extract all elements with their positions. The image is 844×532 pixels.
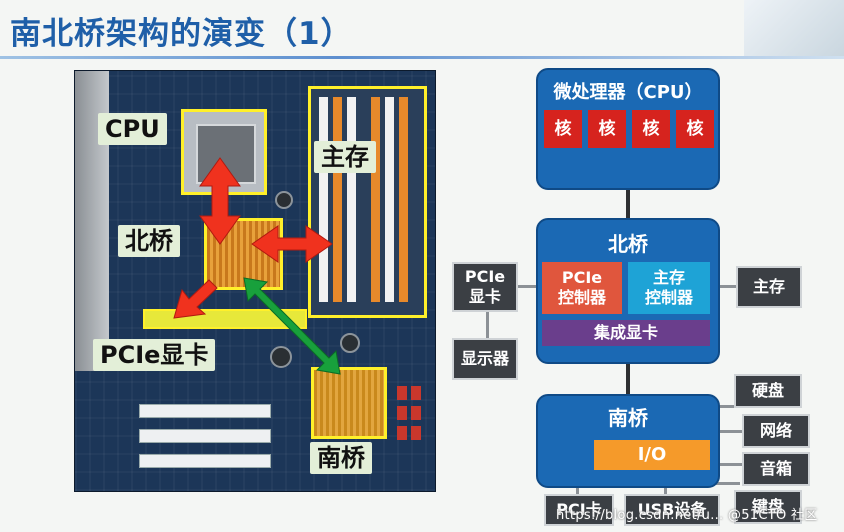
memory-slots bbox=[308, 86, 427, 318]
cpu-title: 微处理器（CPU） bbox=[553, 82, 703, 103]
watermark: https://blog.csdn.net/u... @51CTO 社区 bbox=[556, 508, 818, 523]
header-pin bbox=[397, 386, 407, 400]
slide-title: 南北桥架构的演变（1） bbox=[10, 16, 353, 52]
northbridge-southbridge-arrow bbox=[243, 277, 341, 375]
sb-usb-link bbox=[664, 484, 667, 496]
gpu-display-link bbox=[486, 308, 489, 338]
label-northbridge: 北桥 bbox=[118, 225, 180, 257]
southbridge-title: 南桥 bbox=[608, 406, 648, 430]
core: 核 bbox=[544, 110, 582, 148]
northbridge-title: 北桥 bbox=[608, 232, 648, 256]
speaker-box: 音箱 bbox=[742, 452, 810, 486]
io-block: I/O bbox=[594, 440, 710, 470]
connection-arrows bbox=[173, 157, 341, 375]
northbridge-memory-arrow bbox=[251, 225, 333, 263]
label-pcie-gpu: PCIe显卡 bbox=[93, 339, 216, 371]
southbridge-block: 南桥 I/O bbox=[536, 394, 720, 488]
label-cpu: CPU bbox=[98, 113, 167, 145]
pci-slot bbox=[139, 454, 271, 468]
integrated-gpu: 集成显卡 bbox=[542, 320, 710, 346]
cpu-block: 微处理器（CPU） 核 核 核 核 bbox=[536, 68, 720, 190]
northbridge-block: 北桥 PCIe 控制器 主存 控制器 集成显卡 bbox=[536, 218, 720, 364]
pcie-controller: PCIe 控制器 bbox=[542, 262, 622, 314]
sb-keyboard-link bbox=[714, 482, 740, 485]
memory-link bbox=[716, 285, 736, 288]
display-box: 显示器 bbox=[452, 338, 518, 380]
northbridge-pcie-arrow bbox=[173, 279, 218, 319]
capacitor bbox=[340, 333, 360, 353]
pcie-gpu-box: PCIe 显卡 bbox=[452, 262, 518, 312]
core: 核 bbox=[676, 110, 714, 148]
header-pin bbox=[397, 406, 407, 420]
disk-box: 硬盘 bbox=[734, 374, 802, 408]
sb-disk-link bbox=[714, 405, 734, 408]
label-southbridge: 南桥 bbox=[310, 442, 372, 474]
header-pin bbox=[411, 406, 421, 420]
nb-sb-link bbox=[626, 360, 630, 394]
sb-network-link bbox=[714, 430, 742, 433]
core: 核 bbox=[588, 110, 626, 148]
header-pin bbox=[397, 426, 407, 440]
capacitor bbox=[275, 191, 293, 209]
header-pin bbox=[411, 386, 421, 400]
network-box: 网络 bbox=[742, 414, 810, 448]
pci-card-box: PCI卡 bbox=[544, 494, 614, 526]
cpu-northbridge-arrow bbox=[199, 157, 241, 245]
cpu-nb-link bbox=[626, 186, 630, 218]
southbridge-heatsink bbox=[311, 367, 387, 439]
capacitor bbox=[270, 346, 292, 368]
header-pin bbox=[411, 426, 421, 440]
memory-controller: 主存 控制器 bbox=[628, 262, 710, 314]
keyboard-box: 键盘 bbox=[734, 490, 802, 524]
corner-decoration bbox=[744, 0, 844, 58]
title-underline bbox=[0, 56, 844, 59]
memory-box: 主存 bbox=[736, 266, 802, 308]
usb-device-box: USB设备 bbox=[624, 494, 720, 526]
pci-slot bbox=[139, 429, 271, 443]
pcie-link bbox=[514, 285, 538, 288]
label-memory: 主存 bbox=[314, 141, 376, 173]
core: 核 bbox=[632, 110, 670, 148]
sb-pci-link bbox=[576, 484, 579, 496]
sb-speaker-link bbox=[714, 463, 742, 466]
pci-slot bbox=[139, 404, 271, 418]
